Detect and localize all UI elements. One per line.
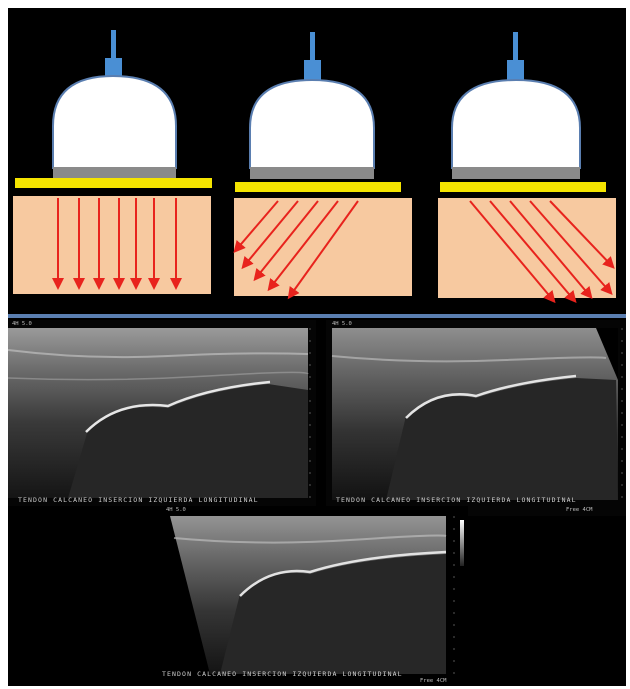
gel-layer bbox=[15, 178, 212, 188]
probe-face bbox=[53, 167, 176, 178]
tissue-block bbox=[438, 198, 616, 298]
probe-body bbox=[53, 76, 176, 168]
ultrasound-image-bottom: 4H 5.0 TENDON CALCANEO INSERCION IZQUIER… bbox=[160, 506, 468, 686]
ultrasound-scan bbox=[160, 506, 468, 686]
image-caption: TENDON CALCANEO INSERCION IZQUIERDA LONG… bbox=[336, 496, 577, 504]
transducer-perpendicular bbox=[13, 30, 212, 294]
ultrasound-image-right: 4H 5.0 TENDON CALCANEO INSERCION IZQUIER… bbox=[326, 320, 626, 516]
probe-connector bbox=[304, 60, 321, 82]
transducer-diagram-panel bbox=[8, 8, 626, 310]
image-corner-label: 4H 5.0 bbox=[12, 321, 32, 327]
probe-cable bbox=[513, 32, 518, 62]
image-corner-label: Free 4CM bbox=[566, 507, 593, 513]
transducer-steered-left bbox=[234, 32, 412, 296]
image-corner-label: 4H 5.0 bbox=[166, 507, 186, 513]
image-corner-label: Free 4CM bbox=[420, 678, 447, 684]
tissue-block bbox=[13, 196, 211, 294]
gel-layer bbox=[440, 182, 606, 192]
ultrasound-scan bbox=[8, 320, 316, 506]
image-corner-label: 4H 5.0 bbox=[332, 321, 352, 327]
ultrasound-scan bbox=[326, 320, 626, 516]
probe-face bbox=[250, 167, 374, 179]
probe-body bbox=[452, 80, 580, 168]
image-caption: TENDON CALCANEO INSERCION IZQUIERDA LONG… bbox=[162, 670, 403, 678]
probe-body bbox=[250, 80, 374, 168]
panel-divider bbox=[8, 314, 626, 318]
probe-face bbox=[452, 167, 580, 179]
transducer-steered-right bbox=[438, 32, 616, 300]
probe-cable bbox=[111, 30, 116, 60]
ultrasound-image-left: 4H 5.0 TENDON CALCANEO INSERCION IZQUIER… bbox=[8, 320, 316, 506]
figure-frame: 4H 5.0 TENDON CALCANEO INSERCION IZQUIER… bbox=[8, 8, 626, 686]
grayscale-bar bbox=[460, 520, 464, 566]
probe-cable bbox=[310, 32, 315, 62]
gel-layer bbox=[235, 182, 401, 192]
transducer-diagram bbox=[8, 8, 626, 310]
image-caption: TENDON CALCANEO INSERCION IZQUIERDA LONG… bbox=[18, 496, 259, 504]
probe-connector bbox=[507, 60, 524, 82]
